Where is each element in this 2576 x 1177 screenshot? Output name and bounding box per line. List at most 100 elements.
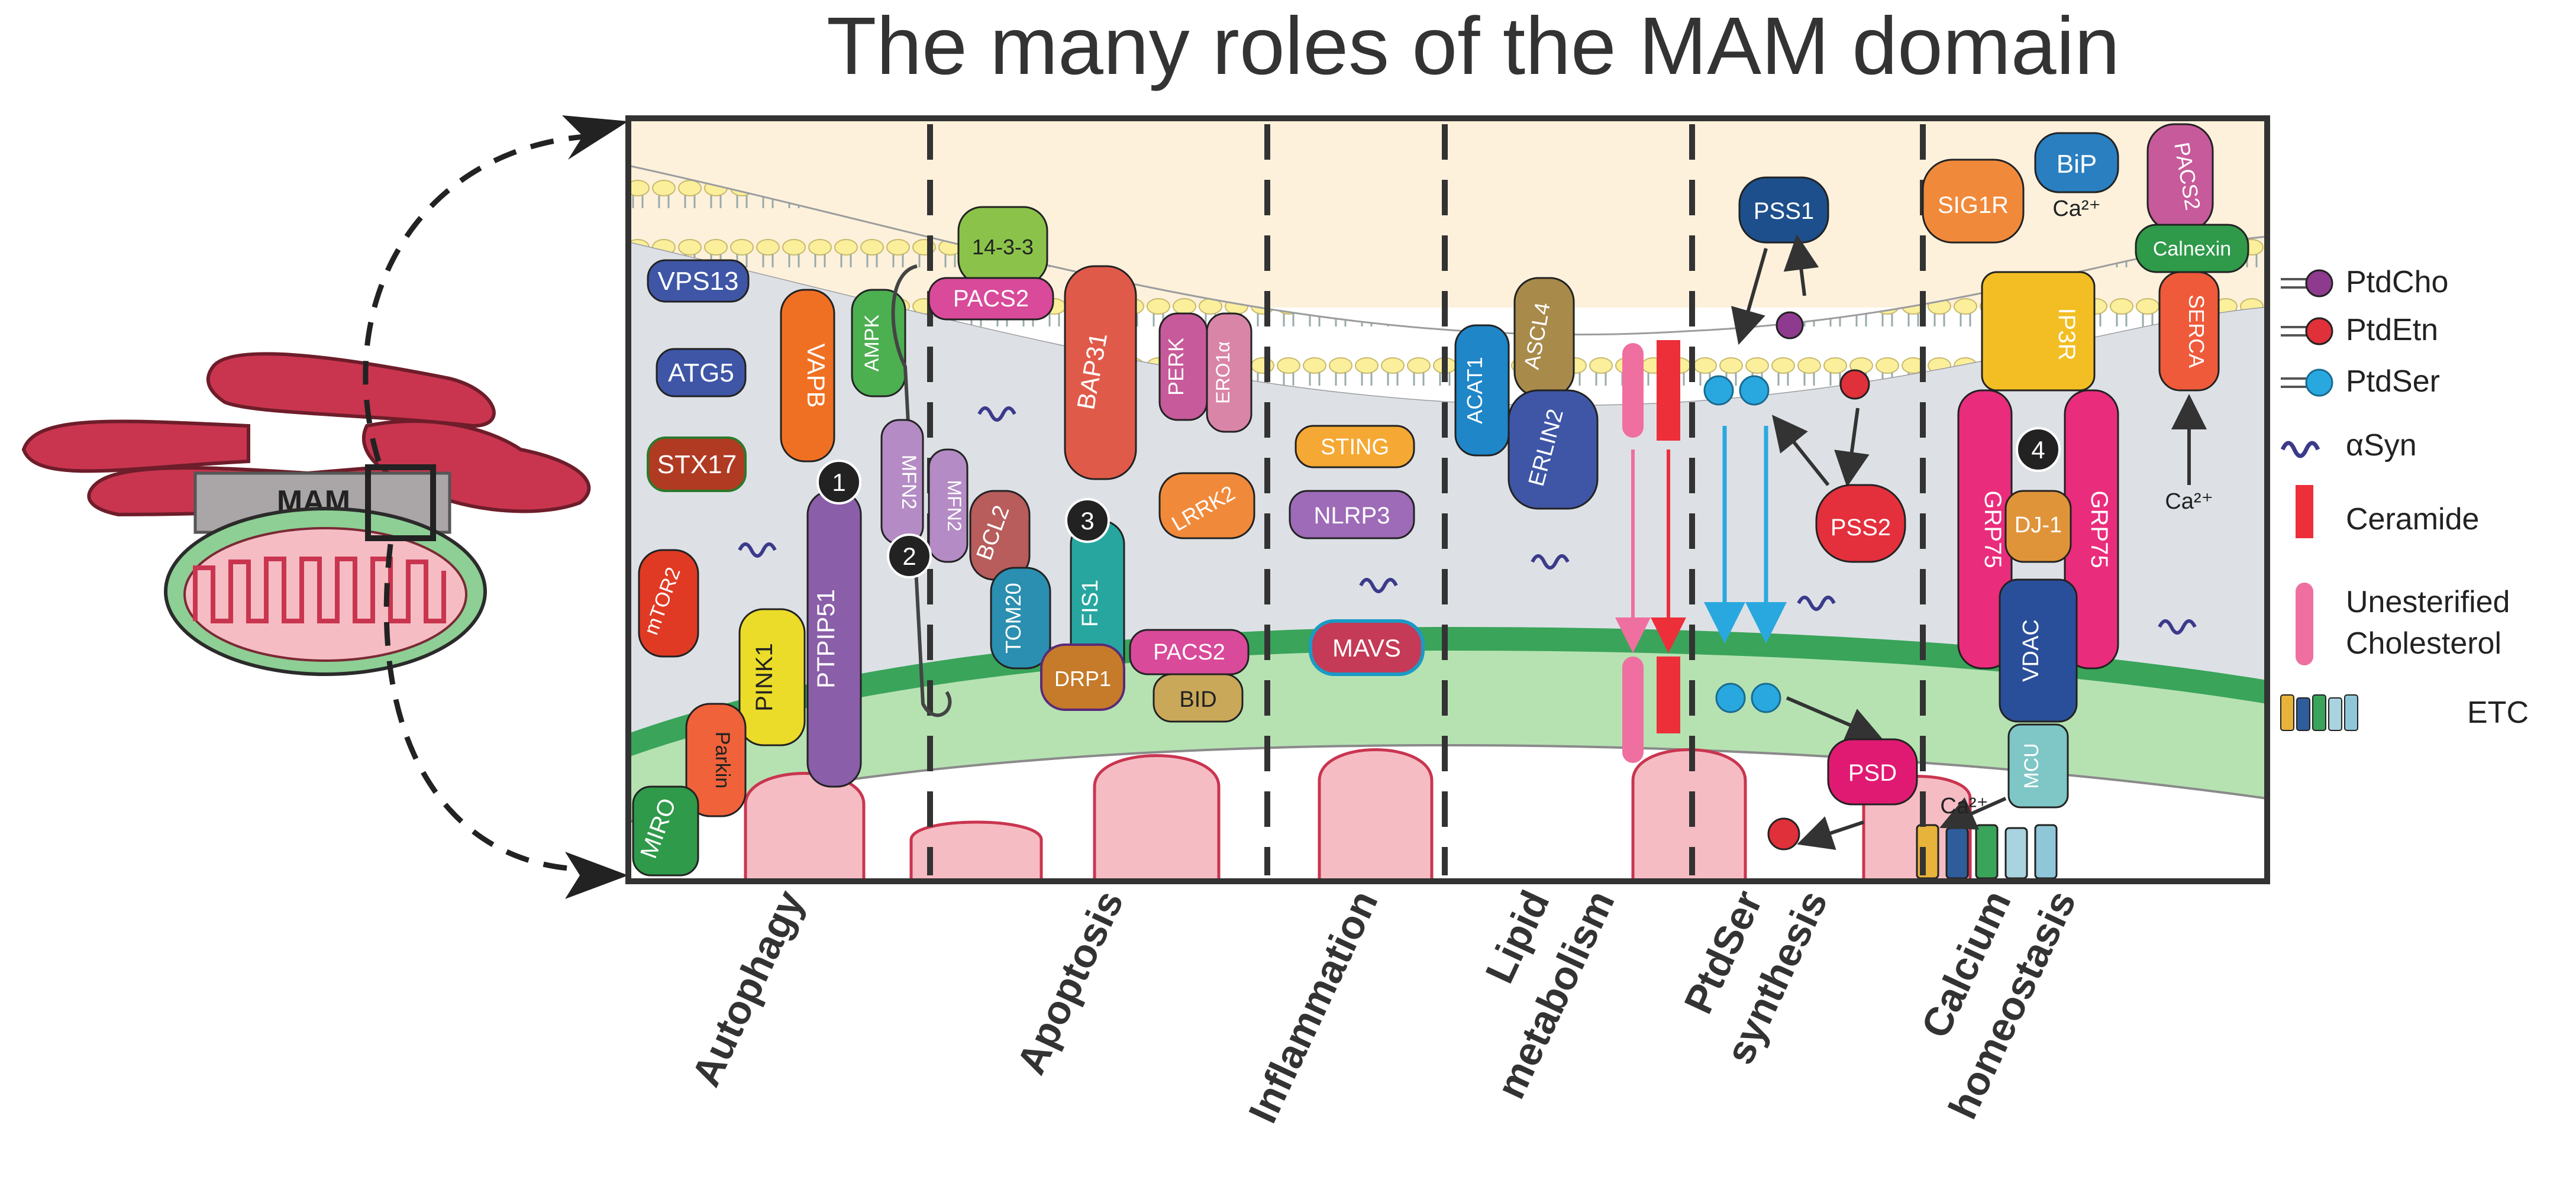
svg-text:STX17: STX17 <box>657 450 737 479</box>
legend: PtdCho PtdEtn PtdSer αSyn Ceramide Unest… <box>2280 265 2529 731</box>
zoom-arrow-bottom <box>383 544 592 872</box>
svg-text:αSyn: αSyn <box>2346 428 2417 463</box>
ceramide-er <box>1657 340 1680 441</box>
protein-pacs2-a <box>928 277 1054 321</box>
svg-text:VPS13: VPS13 <box>658 267 739 296</box>
svg-text:PERK: PERK <box>1164 338 1188 396</box>
protein-vdac <box>1999 578 2078 723</box>
protein-mavs <box>1309 619 1425 676</box>
svg-text:BID: BID <box>1179 687 1216 712</box>
svg-text:4: 4 <box>2031 436 2045 464</box>
svg-text:14-3-3: 14-3-3 <box>972 235 1034 259</box>
autophagy-proteins: VPS13 ATG5 STX17 mTOR2 VAPB AMPK PTPIP51… <box>632 259 906 877</box>
svg-text:Ceramide: Ceramide <box>2346 502 2479 536</box>
svg-text:2: 2 <box>902 542 916 570</box>
ptdser-synthesis: PSS1 PSS2 PSD <box>1703 176 1918 851</box>
protein-mfn2-b <box>928 448 969 563</box>
svg-text:VDAC: VDAC <box>2019 619 2044 682</box>
protein-pink1 <box>738 608 806 746</box>
protein-ero1a <box>1206 312 1253 433</box>
crista <box>1318 748 1434 881</box>
protein-sting <box>1295 425 1415 468</box>
lipid-metabolism: ACAT1 ASCL4 ERLIN2 <box>1454 277 1686 763</box>
svg-text:1: 1 <box>832 468 845 496</box>
marker-3 <box>1065 498 1110 543</box>
svg-text:DJ-1: DJ-1 <box>2015 513 2062 538</box>
zoom-arrow-top-head <box>562 115 628 160</box>
protein-miro <box>632 785 699 877</box>
legend-ptdser: PtdSer <box>2281 364 2440 399</box>
svg-text:ETC: ETC <box>2467 696 2529 730</box>
svg-text:ACAT1: ACAT1 <box>1463 357 1487 423</box>
svg-text:TOM20: TOM20 <box>1001 583 1025 653</box>
zoom-arrow-bottom-head <box>565 852 628 899</box>
svg-text:MCU: MCU <box>2020 743 2043 788</box>
svg-text:Parkin: Parkin <box>711 732 734 788</box>
svg-text:AMPK: AMPK <box>861 315 883 372</box>
svg-text:MAVS: MAVS <box>1332 634 1401 662</box>
protein-sig1r <box>1922 159 2025 244</box>
legend-ptdetn: PtdEtn <box>2281 313 2438 347</box>
ceramide-mito <box>1657 657 1680 733</box>
legend-etc: ETC <box>2280 694 2529 731</box>
protein-drp1 <box>1040 644 1125 711</box>
marker-4 <box>2016 427 2061 472</box>
protein-bid <box>1153 673 1244 723</box>
svg-text:GRP75: GRP75 <box>2086 490 2112 568</box>
crista <box>744 772 866 881</box>
svg-text:PtdCho: PtdCho <box>2346 265 2448 299</box>
cholesterol-er <box>1622 343 1644 438</box>
legend-ptdcho: PtdCho <box>2281 265 2448 299</box>
inflammation-proteins: STING NLRP3 MAVS <box>1289 425 1425 676</box>
protein-dj1 <box>2004 490 2072 563</box>
svg-text:Ca²⁺: Ca²⁺ <box>2165 489 2213 514</box>
svg-text:PSS1: PSS1 <box>1754 198 1814 224</box>
svg-text:Ca²⁺: Ca²⁺ <box>1940 794 1988 819</box>
protein-serca <box>2158 271 2220 392</box>
zoom-box <box>365 464 436 541</box>
legend-asyn: αSyn <box>2280 428 2417 463</box>
panel-frame <box>625 115 2270 884</box>
svg-text:SIG1R: SIG1R <box>1938 192 2009 218</box>
protein-stx17 <box>647 436 747 492</box>
calcium-homeostasis: SIG1R BiP Ca²⁺ PACS2 Calnexin SERCA Ca²⁺… <box>1922 123 2249 830</box>
inset-organelles: MAM <box>21 352 591 676</box>
svg-text:MFN2: MFN2 <box>898 455 920 510</box>
protein-tom20 <box>990 567 1051 670</box>
svg-text:PACS2: PACS2 <box>953 286 1029 312</box>
svg-text:Unesterified: Unesterified <box>2346 585 2510 619</box>
er-tube <box>21 419 250 473</box>
marker-1 <box>816 460 861 505</box>
svg-text:NLRP3: NLRP3 <box>1314 503 1390 529</box>
category-apoptosis: Apoptosis <box>1008 884 1132 1081</box>
protein-bip <box>2034 132 2119 193</box>
svg-text:BiP: BiP <box>2057 150 2097 179</box>
protein-nlrp3 <box>1289 490 1415 539</box>
svg-text:PINK1: PINK1 <box>751 643 777 712</box>
crista <box>909 820 1043 881</box>
svg-text:PTPIP51: PTPIP51 <box>812 589 840 688</box>
svg-text:PtdEtn: PtdEtn <box>2346 313 2438 347</box>
svg-text:SERCA: SERCA <box>2184 295 2209 368</box>
protein-pss2 <box>1815 484 1906 563</box>
svg-text:VAPB: VAPB <box>802 344 830 408</box>
legend-cholesterol: Unesterified Cholesterol <box>2296 583 2510 665</box>
protein-vapb <box>780 289 835 463</box>
svg-text:PtdSer: PtdSer <box>2346 364 2440 399</box>
svg-text:MFN2: MFN2 <box>944 480 965 531</box>
mfn2-loop <box>891 264 952 717</box>
page-title: The many roles of the MAM domain <box>827 1 2120 92</box>
svg-text:Ca²⁺: Ca²⁺ <box>2052 196 2100 221</box>
protein-bap31 <box>1064 265 1137 480</box>
protein-psd <box>1827 738 1918 806</box>
protein-mtor2 <box>638 549 699 658</box>
apoptosis-proteins: 14-3-3 PACS2 MFN2 MFN2 BCL2 TOM20 BAP31 … <box>880 206 1255 723</box>
category-autophagy: Autophagy <box>683 884 813 1093</box>
protein-acat1 <box>1454 324 1510 457</box>
numbered-markers: 1 2 3 4 <box>816 427 2061 578</box>
svg-text:ATG5: ATG5 <box>668 358 734 387</box>
protein-atg5 <box>656 348 747 397</box>
svg-text:FIS1: FIS1 <box>1078 580 1103 627</box>
protein-vps13 <box>647 259 750 303</box>
